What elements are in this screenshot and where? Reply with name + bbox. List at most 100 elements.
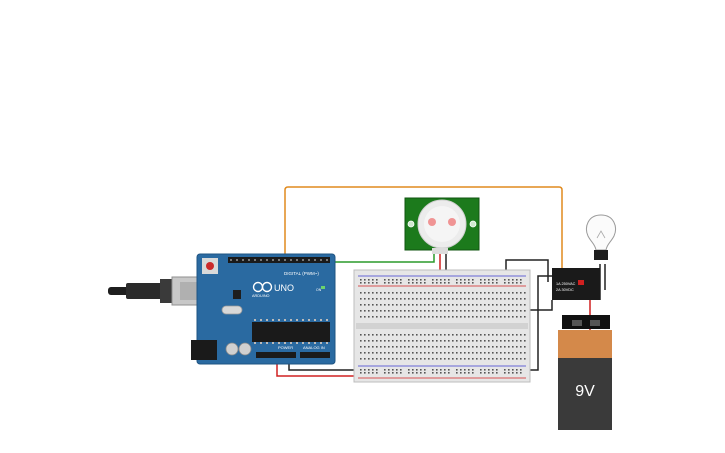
rail-hole — [504, 369, 506, 371]
breadboard-hole — [396, 292, 398, 294]
pot-left[interactable] — [407, 220, 415, 228]
breadboard-hole — [456, 334, 458, 336]
breadboard-hole — [448, 352, 450, 354]
breadboard-hole — [464, 304, 466, 306]
breadboard-hole — [416, 292, 418, 294]
breadboard-hole — [396, 358, 398, 360]
breadboard-hole — [404, 304, 406, 306]
battery-cap — [558, 330, 612, 358]
breadboard-hole — [368, 358, 370, 360]
breadboard-hole — [452, 358, 454, 360]
rail-hole — [448, 372, 450, 374]
breadboard-hole — [424, 340, 426, 342]
breadboard-hole — [496, 310, 498, 312]
breadboard-hole — [448, 340, 450, 342]
breadboard-hole — [456, 352, 458, 354]
battery-9v[interactable]: 9V — [558, 315, 612, 430]
breadboard-hole — [460, 352, 462, 354]
breadboard-hole — [436, 358, 438, 360]
rail-hole — [496, 279, 498, 281]
breadboard-hole — [444, 346, 446, 348]
rail-hole — [468, 279, 470, 281]
breadboard-hole — [432, 358, 434, 360]
breadboard-hole — [436, 352, 438, 354]
breadboard-hole — [508, 310, 510, 312]
arduino-uno[interactable]: DIGITAL (PWM~) ARDUINO UNO ON POWER ANAL… — [191, 253, 336, 365]
breadboard-hole — [520, 358, 522, 360]
rail-hole — [460, 279, 462, 281]
breadboard-hole — [500, 310, 502, 312]
rail-hole — [508, 369, 510, 371]
breadboard-hole — [500, 304, 502, 306]
breadboard-hole — [424, 298, 426, 300]
breadboard-hole — [388, 304, 390, 306]
breadboard-hole — [488, 352, 490, 354]
breadboard-hole — [476, 358, 478, 360]
breadboard-hole — [428, 298, 430, 300]
wire-black-arduino-gnd[interactable] — [288, 362, 362, 371]
breadboard-hole — [468, 352, 470, 354]
rail-hole — [508, 372, 510, 374]
wire-red-arduino-5v[interactable] — [276, 362, 362, 377]
breadboard-hole — [440, 352, 442, 354]
breadboard-hole — [520, 292, 522, 294]
breadboard-hole — [468, 334, 470, 336]
reset-button-cap[interactable] — [206, 262, 214, 270]
breadboard-hole — [424, 346, 426, 348]
breadboard-hole — [524, 316, 526, 318]
breadboard-hole — [412, 352, 414, 354]
rail-hole — [420, 369, 422, 371]
breadboard-hole — [520, 310, 522, 312]
digital-label: DIGITAL (PWM~) — [284, 271, 319, 276]
rail-hole — [384, 369, 386, 371]
breadboard-hole — [508, 316, 510, 318]
breadboard-hole — [376, 334, 378, 336]
breadboard-hole — [364, 334, 366, 336]
breadboard-hole — [516, 334, 518, 336]
relay[interactable]: 1A 250VAC 2A 30VDC — [552, 268, 600, 300]
breadboard-hole — [360, 346, 362, 348]
pot-right[interactable] — [469, 220, 477, 228]
rail-hole — [420, 279, 422, 281]
rail-hole — [412, 369, 414, 371]
header-pin — [278, 259, 280, 261]
breadboard-hole — [484, 304, 486, 306]
breadboard-hole — [524, 352, 526, 354]
breadboard-hole — [472, 298, 474, 300]
breadboard-hole — [416, 346, 418, 348]
breadboard-hole — [400, 304, 402, 306]
breadboard-hole — [492, 358, 494, 360]
wire-orange-top[interactable] — [284, 186, 563, 268]
breadboard-hole — [516, 304, 518, 306]
breadboard-hole — [416, 352, 418, 354]
breadboard[interactable] — [353, 269, 531, 383]
rail-hole — [364, 372, 366, 374]
rail-hole — [520, 282, 522, 284]
pir-sensor[interactable] — [404, 197, 480, 254]
breadboard-hole — [360, 310, 362, 312]
breadboard-hole — [512, 352, 514, 354]
chip-leg — [326, 342, 328, 344]
chip-leg — [284, 319, 286, 321]
breadboard-hole — [432, 334, 434, 336]
rail-hole — [420, 372, 422, 374]
rail-hole — [364, 282, 366, 284]
breadboard-hole — [416, 340, 418, 342]
breadboard-hole — [444, 298, 446, 300]
breadboard-hole — [380, 358, 382, 360]
wire-green-signal[interactable] — [326, 250, 435, 263]
breadboard-hole — [436, 298, 438, 300]
breadboard-hole — [460, 358, 462, 360]
wire-black-lamp[interactable] — [599, 264, 606, 300]
arduino-logo: ARDUINO — [252, 281, 273, 298]
rail-hole — [492, 372, 494, 374]
capacitor-1 — [225, 342, 239, 356]
light-bulb[interactable] — [586, 214, 616, 260]
breadboard-hole — [408, 340, 410, 342]
pir-eye-left — [428, 218, 436, 226]
breadboard-hole — [432, 298, 434, 300]
breadboard-hole — [392, 292, 394, 294]
rail-hole — [448, 369, 450, 371]
rail-hole — [436, 369, 438, 371]
